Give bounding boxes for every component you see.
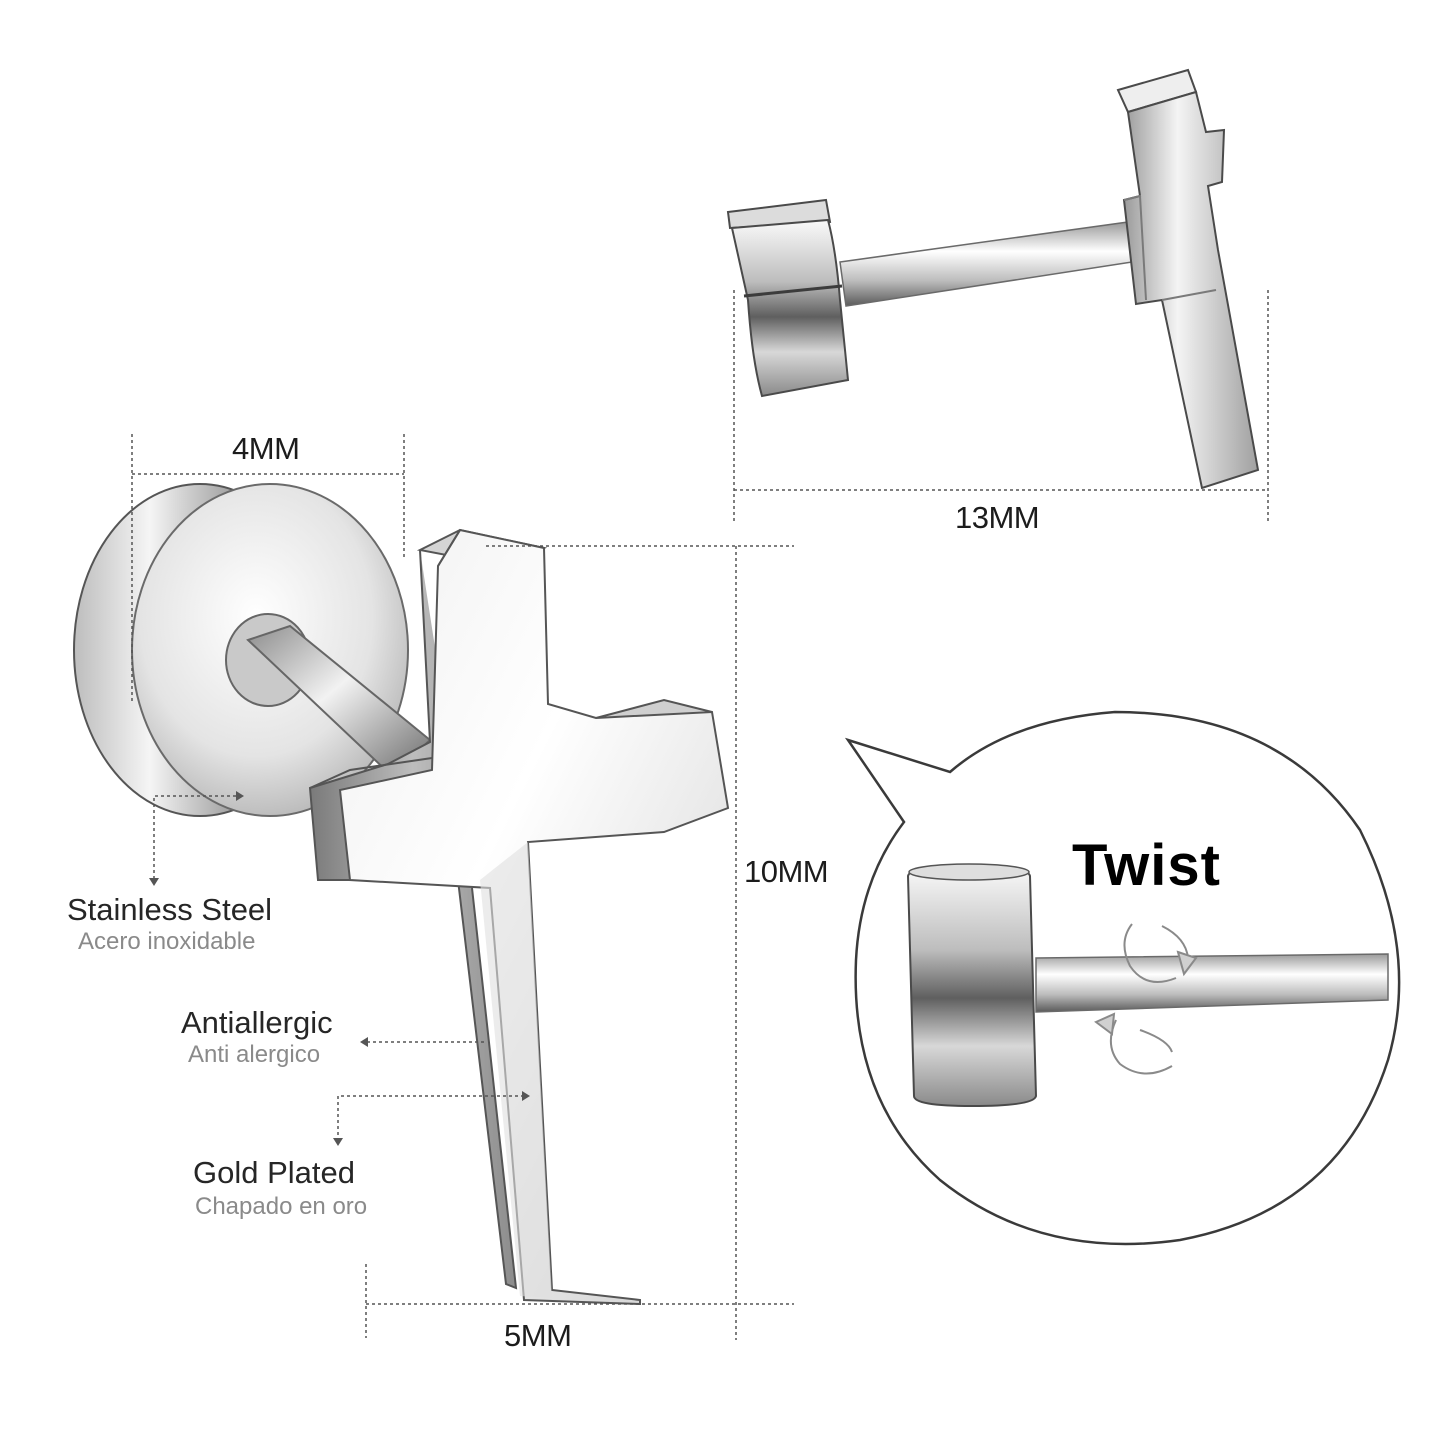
front-view-earring	[73, 434, 794, 1340]
cross-height-label: 10MM	[744, 854, 829, 889]
total-length-label: 13MM	[955, 500, 1040, 535]
feature-gold-plated-translation: Chapado en oro	[195, 1193, 368, 1220]
cross-width-label: 5MM	[504, 1318, 572, 1353]
feature-antiallergic-label: Antiallergic	[181, 1005, 333, 1040]
twist-label: Twist	[1072, 833, 1221, 898]
cap-diameter-label: 4MM	[232, 431, 300, 466]
side-view-earring	[726, 68, 1269, 524]
twist-callout-bubble	[844, 710, 1401, 1246]
feature-stainless-steel-label: Stainless Steel	[67, 892, 273, 927]
feature-gold-plated-label: Gold Plated	[193, 1155, 355, 1190]
feature-antiallergic-translation: Anti alergico	[188, 1041, 321, 1068]
twist-arrows-icon	[1094, 923, 1198, 1075]
feature-stainless-steel-translation: Acero inoxidable	[78, 928, 256, 955]
